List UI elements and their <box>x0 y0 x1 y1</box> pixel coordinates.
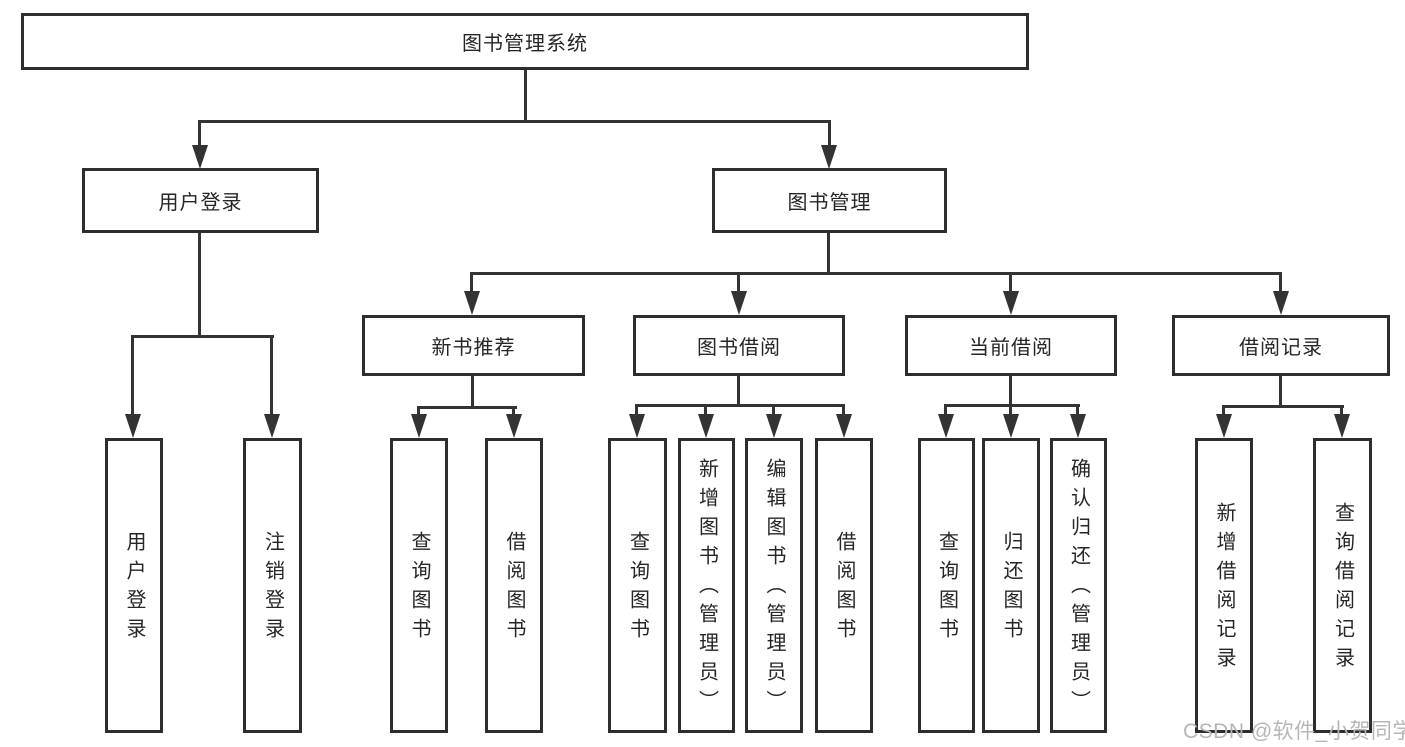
connector-line <box>417 406 420 416</box>
connector-line <box>827 232 830 274</box>
arrowhead-down <box>766 414 782 438</box>
connector-line <box>1279 375 1282 408</box>
connector-line <box>198 232 201 338</box>
connector-line <box>198 120 201 147</box>
watermark: CSDN @软件_小贺同学 <box>1183 720 1405 743</box>
node-library-system: 图书管理系统 <box>21 13 1029 70</box>
arrowhead-down <box>1003 291 1019 315</box>
leaf-borrow-book-1: 借阅图书 <box>485 438 543 733</box>
arrowhead-down <box>1273 291 1289 315</box>
leaf-logout: 注销登录 <box>243 438 302 733</box>
leaf-user-login: 用户登录 <box>105 438 163 733</box>
connector-line <box>1222 405 1225 416</box>
connector-line <box>512 406 515 416</box>
connector-line <box>1009 404 1012 416</box>
connector-line <box>944 404 947 416</box>
connector-line <box>1340 405 1343 416</box>
arrowhead-down <box>1334 414 1350 438</box>
node-new-book-recommend: 新书推荐 <box>362 315 585 376</box>
connector-line <box>524 68 527 121</box>
connector-line <box>737 375 740 407</box>
leaf-add-borrow-record: 新增借阅记录 <box>1195 438 1253 733</box>
connector-line <box>131 335 134 416</box>
connector-line <box>1009 272 1012 294</box>
node-borrow-records: 借阅记录 <box>1172 315 1390 376</box>
connector-line <box>1222 405 1344 408</box>
arrowhead-down <box>698 414 714 438</box>
connector-line <box>1279 272 1282 294</box>
connector-line <box>635 404 638 416</box>
leaf-add-book-admin: 新增图书（管理员） <box>678 438 735 733</box>
arrowhead-down <box>264 414 280 438</box>
connector-line <box>270 335 273 416</box>
connector-line <box>1076 404 1079 416</box>
node-current-borrowing: 当前借阅 <box>905 315 1117 376</box>
leaf-query-book-1: 查询图书 <box>390 438 448 733</box>
arrowhead-down <box>506 414 522 438</box>
arrowhead-down <box>731 291 747 315</box>
connector-line <box>772 404 775 416</box>
connector-line <box>828 120 831 147</box>
leaf-query-borrow-record: 查询借阅记录 <box>1313 438 1372 733</box>
arrowhead-down <box>1003 414 1019 438</box>
arrowhead-down <box>1216 414 1232 438</box>
arrowhead-down <box>629 414 645 438</box>
connector-line <box>635 404 845 407</box>
arrowhead-down <box>836 414 852 438</box>
connector-line <box>198 120 831 123</box>
arrowhead-down <box>1070 414 1086 438</box>
leaf-query-book-3: 查询图书 <box>918 438 975 733</box>
leaf-return-book: 归还图书 <box>982 438 1040 733</box>
leaf-borrow-book-2: 借阅图书 <box>815 438 873 733</box>
arrowhead-down <box>411 414 427 438</box>
connector-line <box>471 272 1282 275</box>
leaf-query-book-2: 查询图书 <box>608 438 667 733</box>
connector-line <box>132 335 274 338</box>
connector-line <box>704 404 707 416</box>
node-book-borrowing: 图书借阅 <box>633 315 845 376</box>
connector-line <box>418 406 517 409</box>
node-user-login: 用户登录 <box>82 168 319 233</box>
connector-line <box>1009 375 1012 407</box>
arrowhead-down <box>125 414 141 438</box>
leaf-confirm-return-admin: 确认归还（管理员） <box>1050 438 1107 733</box>
connector-line <box>842 404 845 416</box>
connector-line <box>737 272 740 294</box>
arrowhead-down <box>821 145 837 169</box>
connector-line <box>944 404 1080 407</box>
node-book-management: 图书管理 <box>712 168 947 233</box>
arrowhead-down <box>192 145 208 169</box>
arrowhead-down <box>464 291 480 315</box>
connector-line <box>470 272 473 294</box>
connector-line <box>471 375 474 409</box>
leaf-edit-book-admin: 编辑图书（管理员） <box>745 438 803 733</box>
arrowhead-down <box>938 414 954 438</box>
